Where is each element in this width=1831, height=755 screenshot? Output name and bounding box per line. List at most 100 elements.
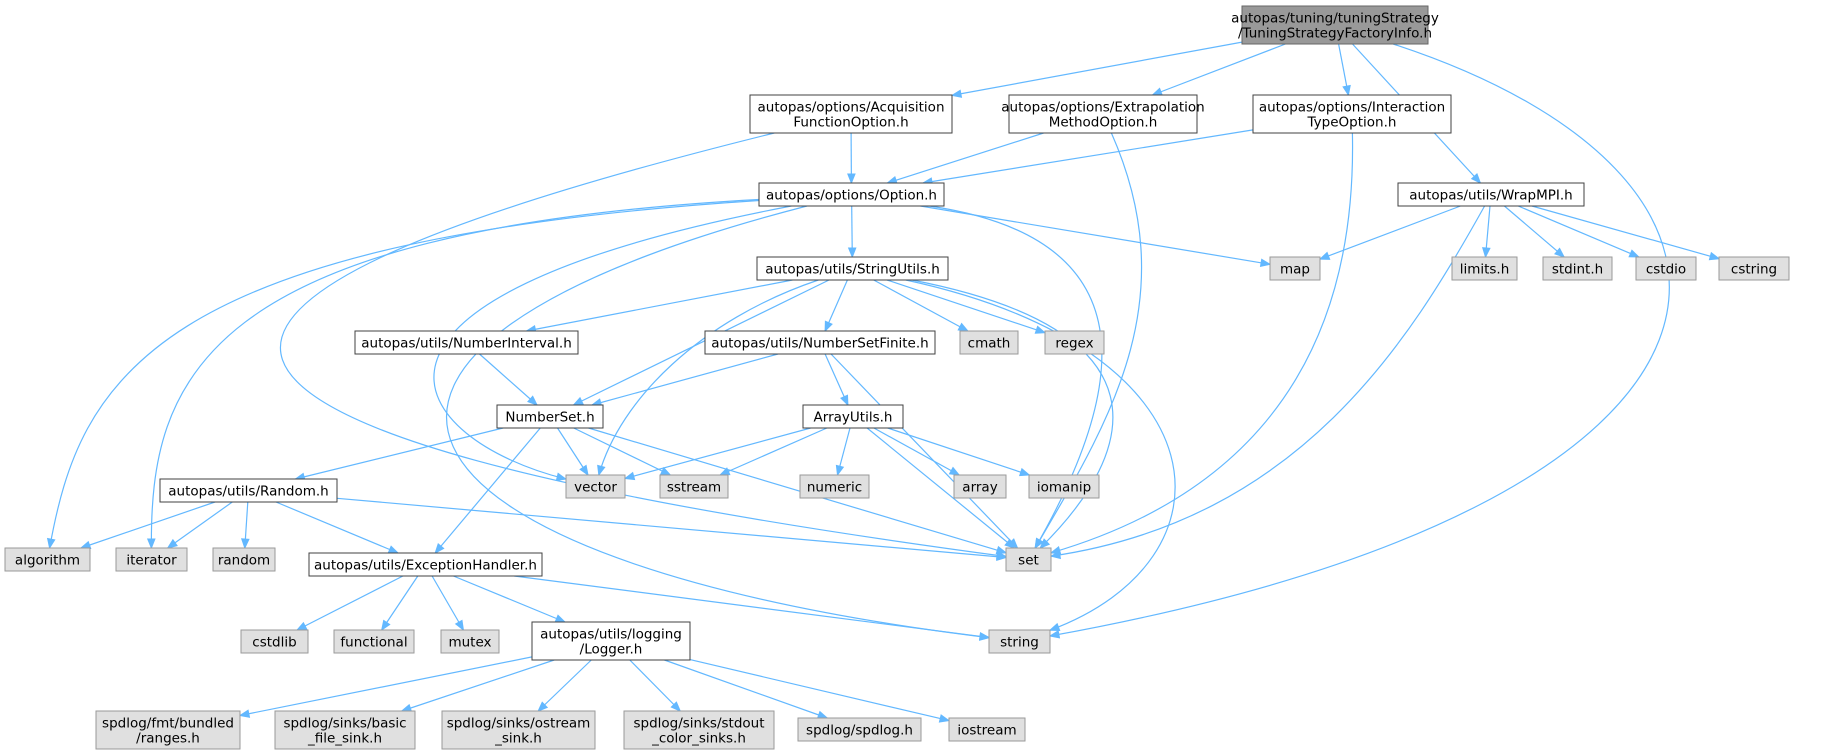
node-label: vector — [574, 480, 617, 496]
node-root[interactable]: autopas/tuning/tuningStrategy/TuningStra… — [1231, 5, 1439, 45]
node-label: autopas/options/Acquisition — [757, 100, 944, 116]
node-acq[interactable]: autopas/options/AcquisitionFunctionOptio… — [749, 94, 953, 134]
arrowhead-arrutils-to-iomanip — [1019, 467, 1031, 477]
node-label: iomanip — [1037, 480, 1091, 496]
node-label: random — [218, 553, 270, 569]
node-box — [1008, 94, 1198, 134]
arrowhead-arrutils-to-numeric — [835, 464, 845, 477]
node-extra[interactable]: autopas/options/ExtrapolationMethodOptio… — [1001, 94, 1205, 134]
edge-numset-to-set — [588, 427, 1007, 554]
edge-wrapmpi-to-cstdio — [1517, 205, 1640, 258]
edge-random-to-algorithm — [80, 501, 216, 549]
node-numset[interactable]: NumberSet.h — [496, 404, 604, 429]
node-box — [799, 474, 870, 499]
node-box — [1718, 256, 1790, 281]
edge-root-to-string — [1049, 43, 1670, 637]
node-box — [704, 330, 936, 355]
node-numsetfin[interactable]: autopas/utils/NumberSetFinite.h — [704, 330, 936, 355]
arrowhead-option-to-set — [1034, 537, 1044, 550]
node-logger[interactable]: autopas/utils/logging/Logger.h — [531, 621, 691, 661]
node-numint[interactable]: autopas/utils/NumberInterval.h — [354, 330, 579, 355]
node-label: autopas/utils/NumberInterval.h — [361, 336, 572, 352]
arrowhead-exch-to-cstdlib — [295, 621, 308, 631]
edge-logger-to-spdlog — [664, 659, 828, 719]
arrowhead-arrutils-to-set — [1004, 538, 1016, 549]
arrowhead-root-to-string — [1048, 629, 1061, 639]
node-mutex: mutex — [440, 629, 500, 654]
edge-inter-to-option — [922, 129, 1254, 184]
node-label: autopas/utils/NumberSetFinite.h — [711, 336, 928, 352]
arrowhead-numsetfin-to-arrutils — [840, 394, 849, 407]
node-label: cstring — [1731, 262, 1777, 278]
node-label: MethodOption.h — [1049, 115, 1158, 131]
node-label: autopas/utils/logging — [540, 627, 682, 643]
node-basicfile: spdlog/sinks/basic_file_sink.h — [274, 710, 416, 750]
node-box — [959, 330, 1019, 355]
node-label: cmath — [968, 336, 1011, 352]
node-iterator: iterator — [115, 547, 188, 572]
arrowhead-random-to-set — [996, 552, 1008, 561]
edge-logger-to-iostream — [689, 659, 950, 722]
edge-random-to-set — [336, 497, 1007, 559]
node-cstdlib: cstdlib — [240, 629, 309, 654]
node-option[interactable]: autopas/options/Option.h — [758, 182, 945, 207]
arrowhead-logger-to-ostreamsink — [537, 701, 549, 712]
arrowhead-wrapmpi-to-cstring — [1708, 251, 1721, 261]
node-box — [948, 717, 1026, 742]
arrowhead-acq-to-option — [847, 173, 856, 185]
node-exch[interactable]: autopas/utils/ExceptionHandler.h — [308, 552, 543, 577]
edge-numsetfin-to-set — [830, 353, 1018, 549]
arrowhead-strutils-to-vector — [597, 464, 606, 477]
arrowhead-wrapmpi-to-cstdio — [1628, 249, 1641, 258]
edge-arrutils-to-set — [866, 427, 1015, 549]
node-box — [1269, 256, 1321, 281]
arrowhead-wrapmpi-to-stdint — [1554, 247, 1566, 258]
node-box — [308, 552, 543, 577]
edge-wrapmpi-to-set — [1050, 205, 1486, 557]
node-box — [802, 404, 904, 429]
node-box — [4, 547, 91, 572]
arrowhead-option-to-vector — [555, 472, 568, 481]
node-box — [756, 256, 949, 281]
node-array: array — [953, 474, 1007, 499]
node-arrutils[interactable]: ArrayUtils.h — [802, 404, 904, 429]
node-iostream: iostream — [948, 717, 1026, 742]
arrowhead-strutils-to-numset — [572, 396, 584, 406]
node-label: cstdio — [1646, 262, 1686, 278]
arrowhead-random-to-exch — [387, 545, 400, 554]
node-random[interactable]: autopas/utils/Random.h — [159, 478, 338, 503]
arrowhead-random-to-iterator — [166, 538, 178, 549]
node-set: set — [1005, 547, 1052, 572]
arrowhead-exch-to-logger — [554, 614, 567, 623]
arrowhead-exch-to-functional — [380, 619, 391, 632]
node-fmtranges: spdlog/fmt/bundled/ranges.h — [95, 710, 241, 750]
node-label: functional — [340, 635, 407, 651]
edge-numset-to-exch — [434, 427, 541, 554]
node-label: map — [1280, 262, 1310, 278]
node-label: iterator — [126, 553, 177, 569]
arrowhead-logger-to-fmtranges — [238, 709, 251, 718]
edge-option-to-vector — [433, 205, 792, 480]
node-sstream: sstream — [659, 474, 729, 499]
arrowhead-option-to-algorithm — [46, 537, 56, 550]
node-label: spdlog/sinks/stdout — [633, 716, 764, 732]
node-label: algorithm — [15, 553, 80, 569]
node-wrapmpi[interactable]: autopas/utils/WrapMPI.h — [1397, 182, 1585, 207]
arrowhead-root-to-extra — [1151, 87, 1163, 96]
node-label: spdlog/fmt/bundled — [102, 716, 234, 732]
edge-numsetfin-to-numset — [591, 353, 779, 406]
node-box — [1044, 330, 1105, 355]
edge-exch-to-functional — [381, 575, 419, 631]
node-box — [115, 547, 188, 572]
node-box — [659, 474, 729, 499]
node-box — [988, 629, 1051, 654]
node-label: autopas/options/Interaction — [1259, 100, 1445, 116]
edge-acq-to-set — [279, 132, 1007, 558]
arrowhead-option-to-map — [1259, 258, 1272, 268]
node-strutils[interactable]: autopas/utils/StringUtils.h — [756, 256, 949, 281]
arrowhead-wrapmpi-to-set — [1049, 550, 1061, 560]
edge-logger-to-stdoutsink — [629, 659, 681, 712]
dependency-edges — [46, 41, 1721, 723]
dependency-nodes: autopas/tuning/tuningStrategy/TuningStra… — [4, 5, 1790, 750]
